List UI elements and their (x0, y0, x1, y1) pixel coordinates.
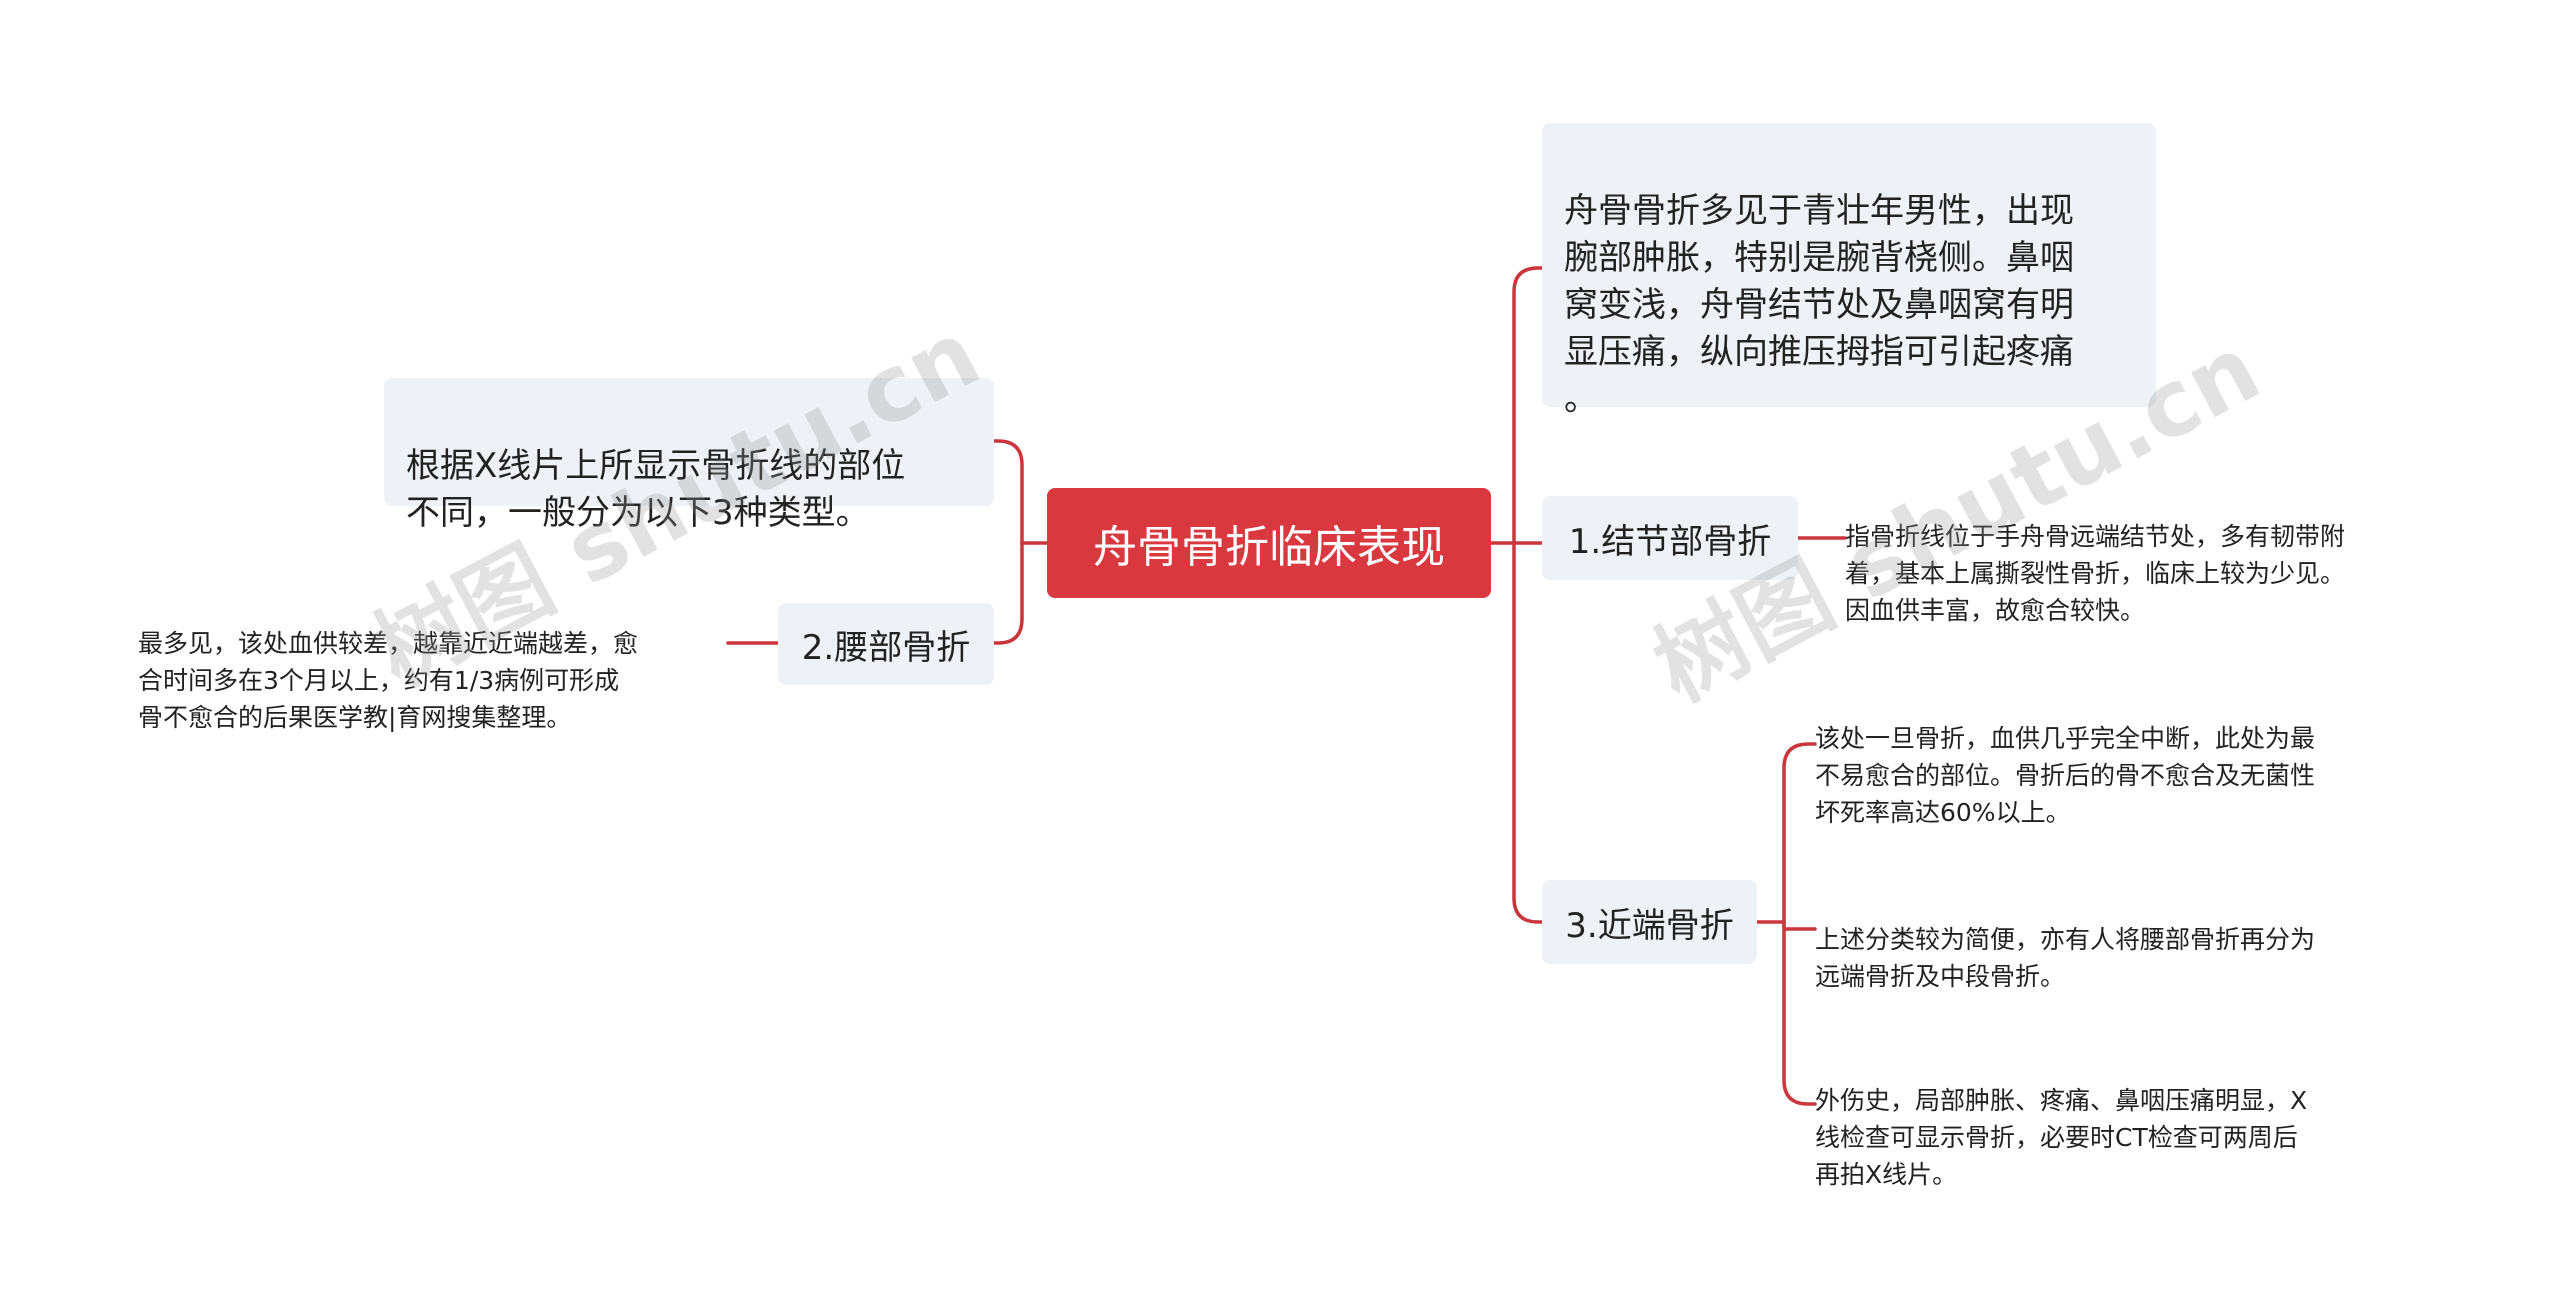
tubercle-fracture-detail: 指骨折线位于手舟骨远端结节处，多有韧带附 着，基本上属撕裂性骨折，临床上较为少见… (1845, 481, 2465, 625)
summary-text: 舟骨骨折多见于青壮年男性，出现 腕部肿胀，特别是腕背桡侧。鼻咽 窝变浅，舟骨结节… (1564, 191, 2074, 419)
proximal-fracture-detail-3: 外伤史，局部肿胀、疼痛、鼻咽压痛明显，X 线检查可显示骨折，必要时CT检查可两周… (1815, 1045, 2435, 1189)
waist-fracture-detail: 最多见，该处血供较差，越靠近近端越差，愈 合时间多在3个月以上，约有1/3病例可… (138, 588, 728, 732)
connector-proximal-leaf-1 (1782, 742, 1817, 924)
root-label: 舟骨骨折临床表现 (1093, 522, 1445, 573)
waist-fracture-label: 2.腰部骨折 (801, 627, 971, 668)
tubercle-fracture-node[interactable]: 1.结节部骨折 (1542, 496, 1798, 580)
proximal-fracture-detail-2-text: 上述分类较为简便，亦有人将腰部骨折再分为 远端骨折及中段骨折。 (1815, 925, 2316, 991)
tubercle-fracture-detail-text: 指骨折线位于手舟骨远端结节处，多有韧带附 着，基本上属撕裂性骨折，临床上较为少见… (1845, 522, 2346, 625)
waist-fracture-node[interactable]: 2.腰部骨折 (778, 603, 994, 685)
connector-left-intro (992, 439, 1024, 545)
proximal-fracture-detail-1-text: 该处一旦骨折，血供几乎完全中断，此处为最 不易愈合的部位。骨折后的骨不愈合及无菌… (1815, 724, 2316, 827)
proximal-fracture-detail-2: 上述分类较为简便，亦有人将腰部骨折再分为 远端骨折及中段骨折。 (1815, 884, 2435, 991)
proximal-fracture-label: 3.近端骨折 (1565, 905, 1734, 946)
intro-node[interactable]: 根据X线片上所显示骨折线的部位 不同，一般分为以下3种类型。 (384, 378, 994, 533)
proximal-fracture-node[interactable]: 3.近端骨折 (1542, 880, 1757, 964)
connector-right-summary (1512, 266, 1544, 545)
intro-text: 根据X线片上所显示骨折线的部位 不同，一般分为以下3种类型。 (406, 446, 906, 533)
proximal-fracture-detail-3-text: 外伤史，局部肿胀、疼痛、鼻咽压痛明显，X 线检查可显示骨折，必要时CT检查可两周… (1815, 1086, 2308, 1189)
connector-left-waist (992, 541, 1024, 645)
proximal-fracture-detail-1: 该处一旦骨折，血供几乎完全中断，此处为最 不易愈合的部位。骨折后的骨不愈合及无菌… (1815, 683, 2435, 827)
waist-fracture-detail-text: 最多见，该处血供较差，越靠近近端越差，愈 合时间多在3个月以上，约有1/3病例可… (138, 629, 639, 732)
summary-node[interactable]: 舟骨骨折多见于青壮年男性，出现 腕部肿胀，特别是腕背桡侧。鼻咽 窝变浅，舟骨结节… (1542, 123, 2156, 419)
connector-proximal-leaf-3 (1782, 920, 1817, 1106)
root-node[interactable]: 舟骨骨折临床表现 (1047, 488, 1491, 598)
connector-right-proximal (1512, 541, 1544, 924)
connector-proximal-leaf-2 (1782, 920, 1817, 931)
tubercle-fracture-label: 1.结节部骨折 (1568, 521, 1772, 562)
